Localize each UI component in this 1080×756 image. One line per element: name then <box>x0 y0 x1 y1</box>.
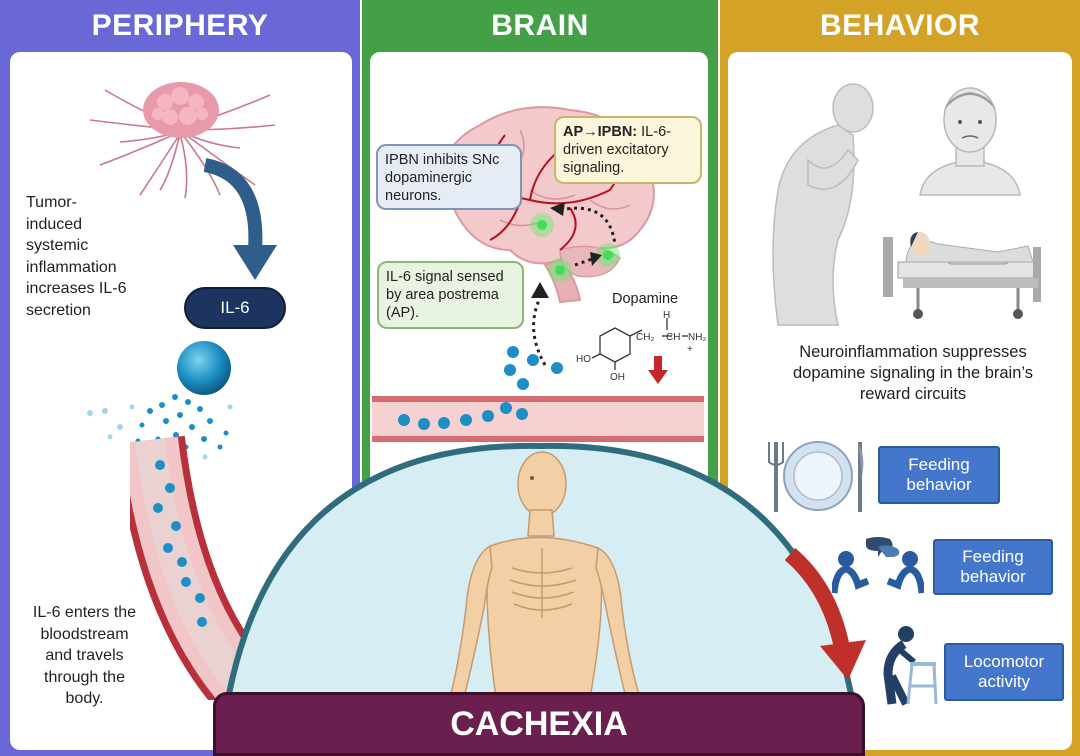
il6-molecule-icon <box>87 341 233 460</box>
label-line: behavior <box>960 567 1026 586</box>
molecule-ho: HO <box>576 354 591 365</box>
brain-title: BRAIN <box>491 9 589 42</box>
brain-vessel-icon <box>372 396 704 442</box>
behavior-caption: Neuroinflammation suppresses dopamine si… <box>770 342 1056 405</box>
tumor-caption-line: induced <box>26 215 83 233</box>
ipbn-box: IPBN inhibits SNc dopaminergic neurons. <box>376 144 522 210</box>
bloodstream-caption-line: through the <box>44 668 125 686</box>
walker-person-icon <box>883 626 938 706</box>
tumor-icon <box>89 82 276 199</box>
molecule-ch: CH <box>666 332 680 343</box>
sad-person-icon <box>772 83 874 326</box>
plate-cutlery-icon <box>768 441 864 512</box>
bloodstream-caption-line: IL-6 enters the <box>32 604 137 621</box>
label-line: behavior <box>906 475 972 494</box>
behavior-caption-line: Neuroinflammation suppresses <box>799 343 1027 361</box>
cachexia-banner: CACHEXIA <box>213 692 865 756</box>
behavior-title: BEHAVIOR <box>819 9 981 42</box>
blood-vessel-icon <box>130 435 276 700</box>
il6-particles-icon <box>504 346 563 390</box>
tumor-caption: Tumor- induced systemic inflammation inc… <box>26 192 156 321</box>
red-arrow-icon <box>784 548 866 680</box>
ap-ipbn-box: AP→IPBN: IL-6-driven excitatory signalin… <box>554 116 702 184</box>
dashed-arrow-icon <box>531 282 549 366</box>
tumor-caption-line: secretion <box>26 301 91 319</box>
periphery-title: PERIPHERY <box>91 9 269 42</box>
social-interaction-icon <box>832 537 924 594</box>
hospital-bed-icon <box>883 232 1041 319</box>
tumor-caption-line: Tumor- <box>26 194 77 211</box>
bloodstream-caption-line: bloodstream <box>40 625 129 643</box>
label-line: Locomotor <box>963 652 1045 671</box>
bloodstream-caption-line: and travels <box>45 647 124 664</box>
cachexia-label: CACHEXIA <box>450 704 628 743</box>
bloodstream-caption-line: body. <box>65 690 104 707</box>
dopamine-molecule-icon: H CH₂ CH NH₂ + HO OH <box>576 310 706 383</box>
behavior-caption-line: reward circuits <box>859 385 967 403</box>
molecule-ch2: CH₂ <box>636 332 654 343</box>
molecule-oh: OH <box>610 372 625 383</box>
label-line: Feeding <box>908 455 970 474</box>
il6-sensed-box: IL-6 signal sensed by area postrema (AP)… <box>377 261 524 329</box>
tumor-caption-line: increases IL-6 <box>26 280 127 297</box>
tumor-caption-line: systemic <box>26 237 89 254</box>
molecule-h: H <box>663 310 670 321</box>
bloodstream-caption: IL-6 enters the bloodstream and travels … <box>22 602 147 710</box>
down-arrow-icon <box>648 356 668 384</box>
cachectic-body-icon <box>449 451 641 698</box>
dopamine-label: Dopamine <box>612 291 679 307</box>
ap-ipbn-bold: AP→IPBN: <box>563 124 638 140</box>
curved-arrow-icon <box>203 158 277 280</box>
label-line: activity <box>978 672 1030 691</box>
sad-face-icon <box>919 87 1021 196</box>
molecule-nh2: NH₂ <box>688 332 706 343</box>
il6-label: IL-6 <box>184 287 286 329</box>
tumor-caption-line: inflammation <box>26 258 117 276</box>
molecule-plus: + <box>687 344 693 355</box>
label-line: Feeding <box>962 547 1024 566</box>
ap-ipbn-text: IL-6-driven excitatory signaling. <box>563 124 671 176</box>
behavior-caption-line: dopamine signaling in the brain’s <box>792 364 1034 382</box>
